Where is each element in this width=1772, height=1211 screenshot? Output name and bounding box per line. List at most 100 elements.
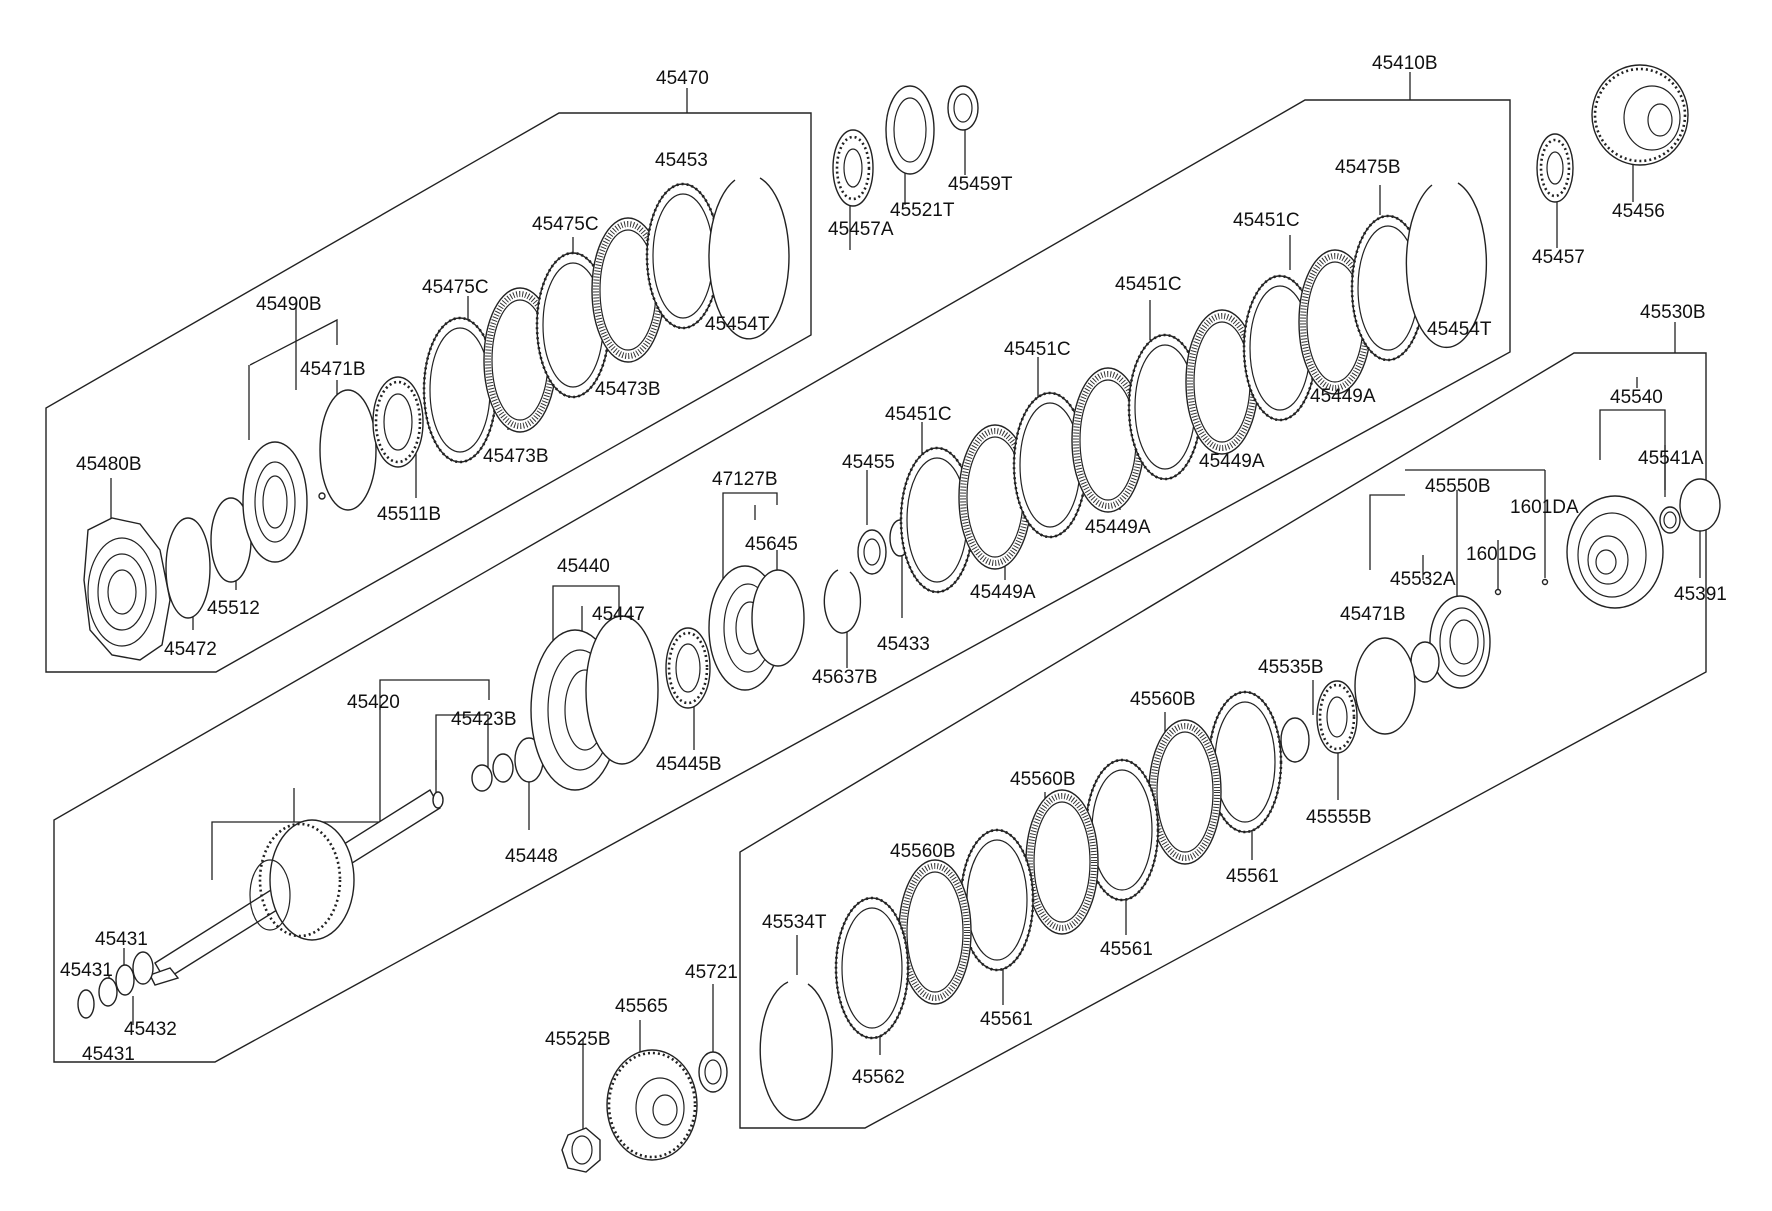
label-45454T-right: 45454T [1427,319,1492,340]
label-45534T: 45534T [762,912,827,933]
seal-ring-45472 [165,517,211,619]
ring-45391 [1679,478,1721,532]
ring-45535B [1280,717,1310,763]
bearing-45541A [1659,506,1681,534]
gear-45565 [606,1049,698,1161]
seal-45471B-b [1354,637,1416,735]
label-45473B-top: 45473B [595,379,661,400]
seal-45532A [1410,641,1440,683]
label-45473B-low: 45473B [483,446,549,467]
label-45457A: 45457A [828,219,894,240]
washer-45459T [947,85,979,131]
friction-disc-45560B-a [1148,719,1222,865]
label-45423B: 45423B [451,709,517,730]
label-45451C-d: 45451C [885,404,952,425]
label-45454T-left: 45454T [705,314,770,335]
label-45431-a: 45431 [95,929,148,950]
seal-ring-45471B [319,389,377,511]
ring-45423B-b [492,753,514,783]
label-45637B: 45637B [812,667,878,688]
label-45525B: 45525B [545,1029,611,1050]
spring-45445B [665,627,711,709]
label-45471B-top: 45471B [300,359,366,380]
label-45456: 45456 [1612,201,1665,222]
label-45451C-a: 45451C [1233,210,1300,231]
label-45535B: 45535B [1258,657,1324,678]
snap-ring-45454T-a [708,177,790,340]
snap-ring-45454T-b [1405,182,1488,349]
label-45560B-b: 45560B [1010,769,1076,790]
ring-45431-a [77,989,95,1019]
label-45453: 45453 [655,150,708,171]
label-45459T: 45459T [948,174,1013,195]
ring-45432 [132,951,154,985]
piston-housing-45480B [83,517,171,661]
label-45561-a: 45561 [1226,866,1279,887]
group-box-45470 [45,112,812,673]
group-box-45410B [53,99,1511,1063]
ring-45431-c [115,964,135,996]
label-45561-c: 45561 [980,1009,1033,1030]
label-45470: 45470 [656,68,709,89]
shaft-45420 [149,789,444,986]
label-45447: 45447 [592,604,645,625]
label-45561-b: 45561 [1100,939,1153,960]
label-45410B: 45410B [1372,53,1438,74]
ring-45431-b [98,977,118,1007]
label-45431-c: 45431 [82,1044,135,1065]
label-45521T: 45521T [890,200,955,221]
ring-45423B-a [471,764,493,792]
label-45532A: 45532A [1390,569,1456,590]
label-45445B: 45445B [656,754,722,775]
piston-45490B [242,441,308,563]
piston-45550B [1429,595,1491,689]
label-45480B: 45480B [76,454,142,475]
label-45471B-low: 45471B [1340,604,1406,625]
thrust-bearing-45457 [1536,133,1574,203]
friction-disc-45560B-b [1025,789,1099,935]
label-45512: 45512 [207,598,260,619]
label-45449A-d: 45449A [970,582,1036,603]
label-45433: 45433 [877,634,930,655]
part-labels: 45470 45410B 45530B 45457A 45521T 45459T… [60,53,1727,1088]
label-45457: 45457 [1532,247,1585,268]
label-47127B: 47127B [712,469,778,490]
clutch-plate-45562 [834,896,910,1040]
label-45560B-a: 45560B [1130,689,1196,710]
dot-1601DG [1494,588,1502,596]
label-45432: 45432 [124,1019,177,1040]
label-45451C-c: 45451C [1004,339,1071,360]
label-45455: 45455 [842,452,895,473]
hub-45540 [1566,495,1664,609]
label-45420: 45420 [347,692,400,713]
nut-45525B [561,1127,601,1173]
spring-retainer-45511B [372,376,424,468]
label-45511B: 45511B [377,504,441,525]
label-45451C-b: 45451C [1115,274,1182,295]
label-45472: 45472 [164,639,217,660]
drum-45456 [1591,64,1689,166]
clutch-plate-45561-c [959,828,1035,972]
label-45490B: 45490B [256,294,322,315]
label-45448: 45448 [505,846,558,867]
label-45475B: 45475B [1335,157,1401,178]
dot-1601DA [1541,578,1549,586]
snap-ring-45637B [823,569,862,634]
label-45540: 45540 [1610,387,1663,408]
label-45391: 45391 [1674,584,1727,605]
dot-45490B [318,492,326,500]
seal-45447 [585,615,659,765]
washer-45721 [698,1051,728,1093]
label-45449A-c: 45449A [1085,517,1151,538]
label-45645: 45645 [745,534,798,555]
label-45440: 45440 [557,556,610,577]
thrust-bearing-45457A [832,129,874,207]
snap-ring-45534T [759,981,833,1121]
label-45555B: 45555B [1306,807,1372,828]
ring-45455 [857,529,887,575]
label-45541A: 45541A [1638,448,1704,469]
friction-disc-45560B-c [898,859,972,1005]
label-45562: 45562 [852,1067,905,1088]
